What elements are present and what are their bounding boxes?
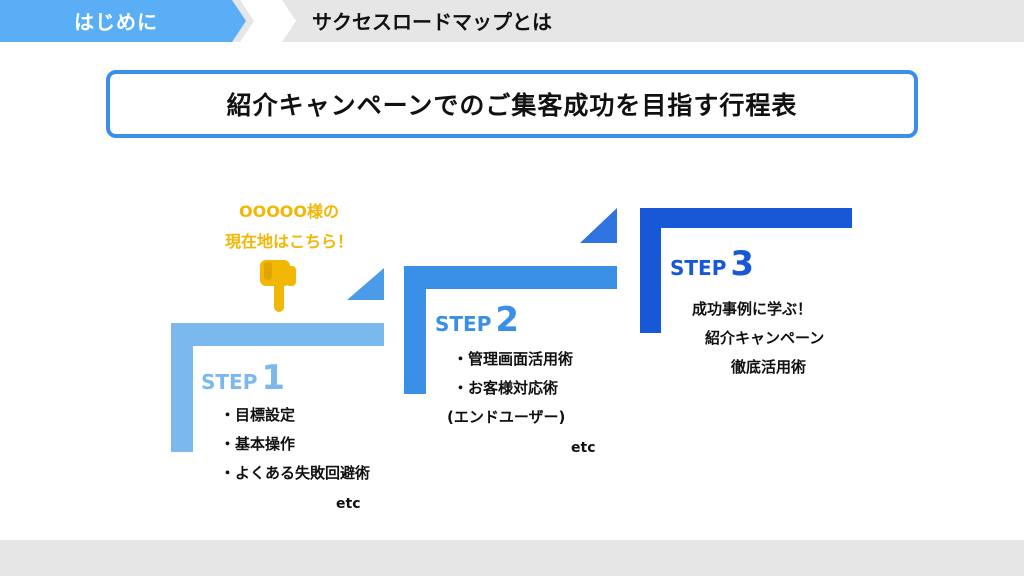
main-title: 紹介キャンペーンでのご集客成功を目指す行程表 — [226, 91, 798, 120]
step2-item-1: ・管理画面活用術 — [453, 350, 574, 368]
footer-bar — [0, 540, 1024, 576]
header-bar: はじめに サクセスロードマップとは — [0, 0, 1024, 42]
step1-item-2: ・基本操作 — [220, 435, 296, 453]
step2-word: STEP — [435, 312, 492, 336]
main-title-box: 紹介キャンペーンでのご集客成功を目指す行程表 — [106, 70, 918, 138]
step3-bracket — [640, 208, 852, 333]
step3-word: STEP — [670, 256, 727, 280]
step1-triangle — [347, 268, 384, 300]
step2-number: 2 — [495, 300, 520, 340]
current-position-line2: 現在地はこちら！ — [224, 232, 353, 251]
step3-item-3: 徹底活用術 — [731, 358, 807, 376]
step3-item-2: 紹介キャンペーン — [705, 329, 825, 347]
step1-item-1: ・目標設定 — [220, 406, 296, 424]
step1-item-3: ・よくある失敗回避術 — [220, 464, 371, 482]
pointing-hand-icon — [260, 260, 296, 312]
step2-item-2: ・お客様対応術 — [453, 379, 559, 397]
step3-item-1: 成功事例に学ぶ！ — [692, 300, 813, 318]
section-tab-shape — [0, 0, 296, 42]
step2-triangle — [580, 208, 617, 243]
step1-bracket — [171, 323, 384, 452]
step2-label: STEP 2 — [435, 300, 519, 340]
step2-etc: etc — [571, 440, 596, 456]
step1-word: STEP — [201, 370, 258, 394]
step1-number: 1 — [261, 358, 286, 398]
step2-item-3: (エンドユーザー) — [447, 408, 566, 426]
step3-label: STEP 3 — [670, 244, 754, 284]
step1-label: STEP 1 — [201, 358, 285, 398]
page-title: サクセスロードマップとは — [312, 10, 552, 34]
step3-number: 3 — [730, 244, 755, 284]
section-tab: はじめに — [0, 0, 300, 42]
step2-bracket — [404, 266, 617, 394]
section-label: はじめに — [74, 10, 158, 34]
current-position-line1: OOOOO様の — [238, 202, 339, 221]
step1-etc: etc — [336, 496, 361, 512]
